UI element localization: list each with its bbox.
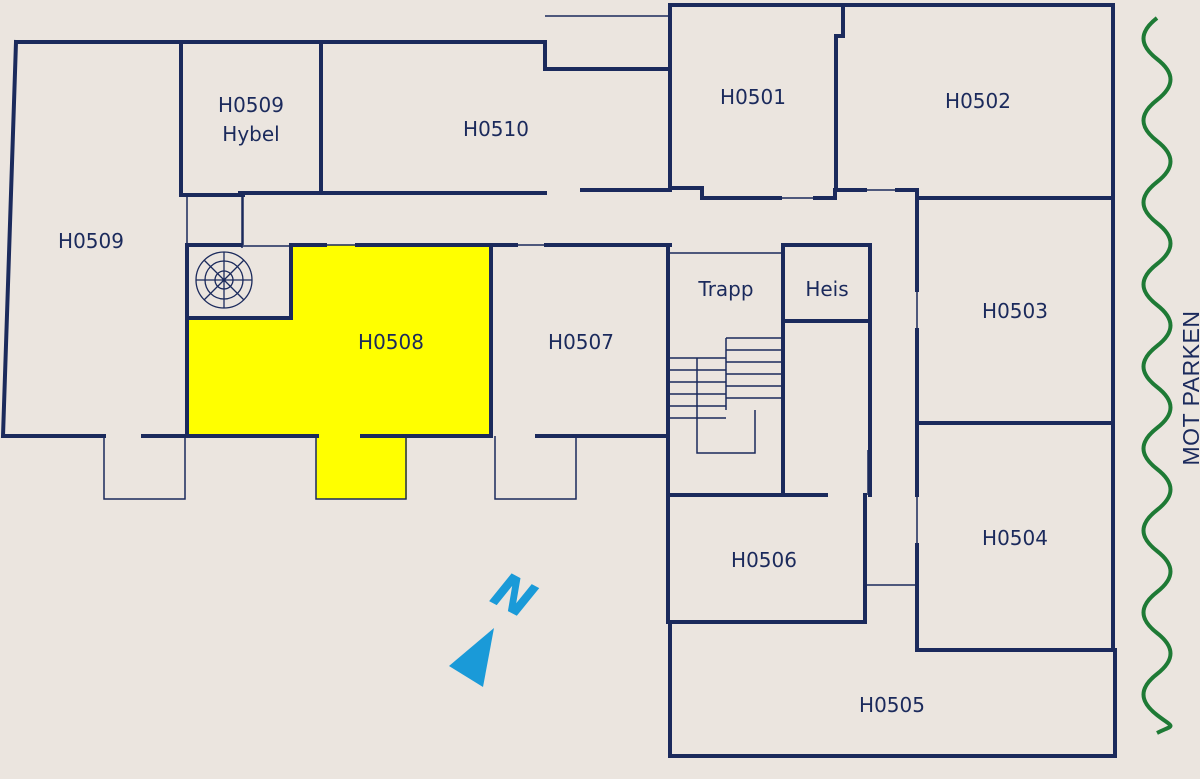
balcony-h0508-outline xyxy=(315,436,407,500)
room-label-h0509-hybel-id[interactable]: H0509 xyxy=(218,93,284,117)
room-label-h0508[interactable]: H0508 xyxy=(358,330,424,354)
balcony-h0507 xyxy=(494,436,577,500)
room-label-h0506[interactable]: H0506 xyxy=(731,548,797,572)
hallway-box xyxy=(186,195,244,245)
room-label-h0501[interactable]: H0501 xyxy=(720,85,786,109)
stair-core-walls xyxy=(666,243,872,624)
side-label-mot-parken: MOT PARKEN xyxy=(1178,311,1200,466)
room-label-h0504[interactable]: H0504 xyxy=(982,526,1048,550)
balcony-h0509 xyxy=(103,436,186,500)
thin-lines xyxy=(103,15,918,586)
park-edge-wave-icon xyxy=(1141,16,1173,735)
walls xyxy=(0,3,1117,758)
h0508-balcony[interactable] xyxy=(316,436,407,499)
stair-treads xyxy=(670,337,782,454)
room-label-h0509[interactable]: H0509 xyxy=(58,229,124,253)
h0508-area[interactable] xyxy=(187,245,491,436)
h0508-walls xyxy=(185,243,672,438)
room-label-h0510[interactable]: H0510 xyxy=(463,117,529,141)
west-wing-top xyxy=(14,40,672,71)
north-arrow-icon xyxy=(449,628,494,687)
room-label-trapp: Trapp xyxy=(697,277,753,301)
room-labels: H0509 Hybel H0510 H0501 H0502 H0509 H050… xyxy=(58,85,1048,717)
east-block-top xyxy=(668,3,1115,200)
room-label-h0507[interactable]: H0507 xyxy=(548,330,614,354)
h0506-walls xyxy=(668,493,867,624)
room-label-heis: Heis xyxy=(805,277,848,301)
room-label-h0503[interactable]: H0503 xyxy=(982,299,1048,323)
room-label-h0505[interactable]: H0505 xyxy=(859,693,925,717)
east-rooms-walls xyxy=(915,196,1115,652)
selected-unit-h0508[interactable] xyxy=(187,245,491,499)
room-label-h0509-hybel-name[interactable]: Hybel xyxy=(222,122,279,146)
ventilation-fan-icon xyxy=(195,251,253,309)
hybel-walls xyxy=(179,40,323,197)
west-wing-outline xyxy=(0,39,670,438)
room-label-h0502[interactable]: H0502 xyxy=(945,89,1011,113)
h0505-walls xyxy=(668,620,1117,758)
corridor-north-wall xyxy=(179,186,919,292)
